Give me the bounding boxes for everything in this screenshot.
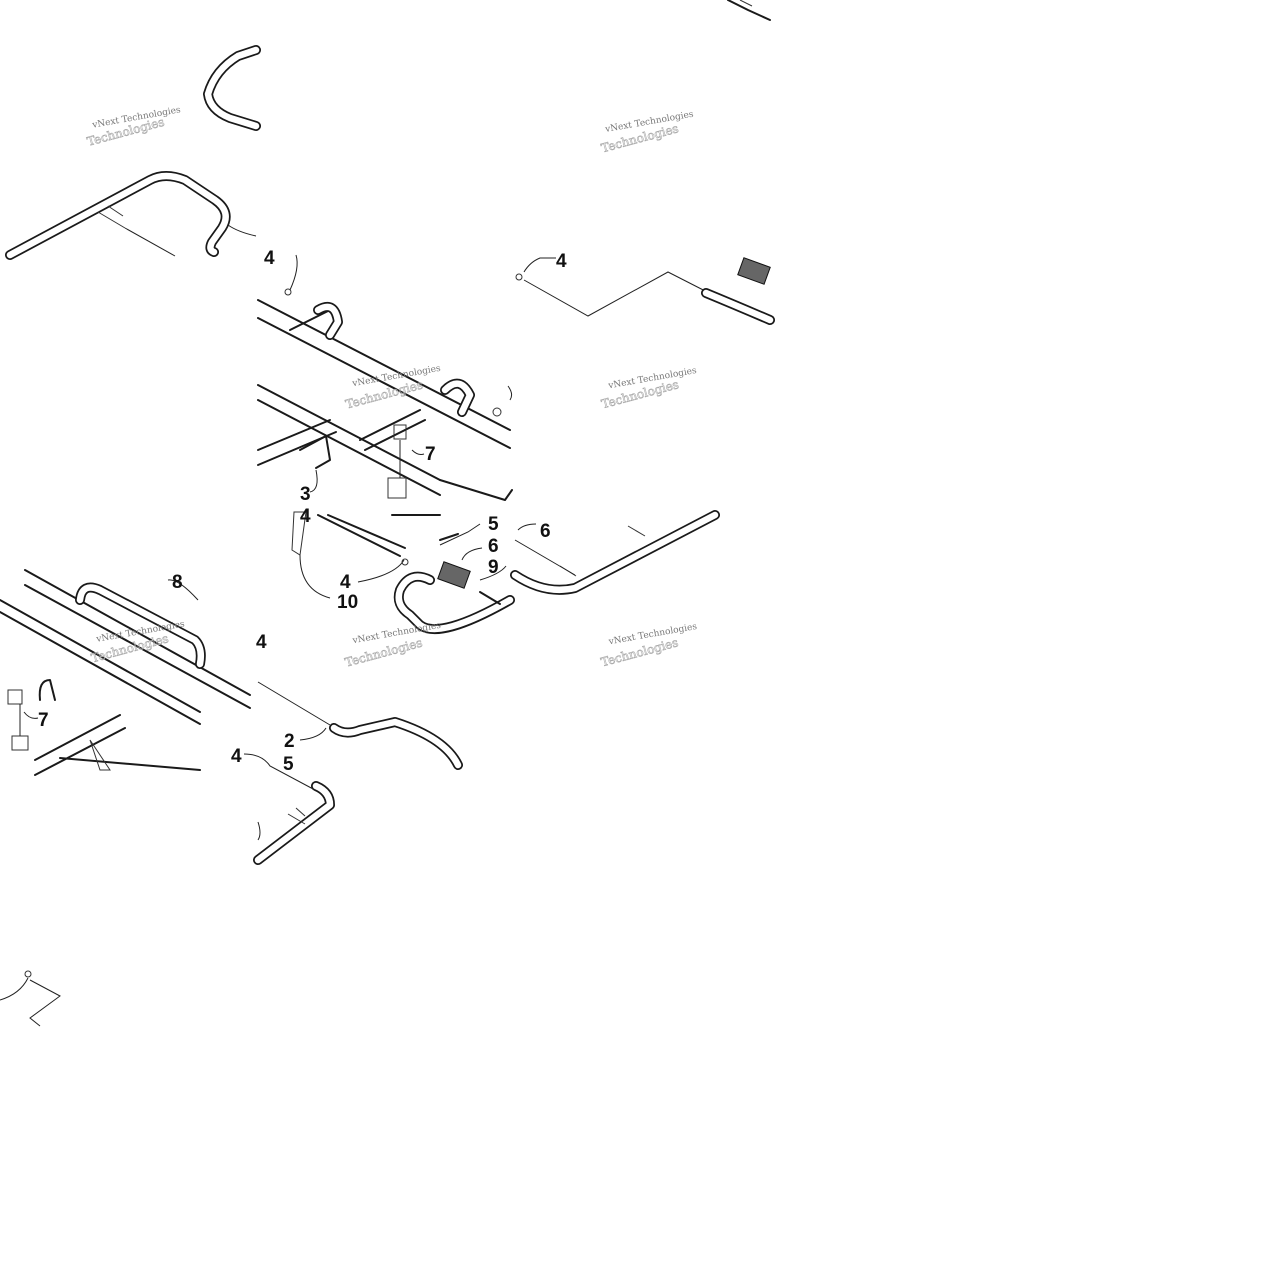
callout-4-mid: 4: [300, 506, 311, 527]
watermark-7: Technologies vNext Technologies: [599, 622, 698, 670]
callout-2: 2: [284, 731, 295, 752]
rack-frame-left: [0, 569, 251, 776]
callout-8: 8: [172, 572, 183, 593]
front-bumper-tube: [510, 510, 720, 595]
callout-6-mid: 6: [488, 536, 499, 557]
callout-6-right: 6: [540, 521, 551, 542]
callout-4-bottom: 4: [231, 746, 242, 767]
tile-top-left: [5, 45, 261, 260]
callout-5-bottom: 5: [283, 754, 294, 775]
footrest-assembly-right: [515, 257, 775, 325]
callout-3: 3: [300, 484, 311, 505]
rear-bumper-tube: [5, 171, 257, 260]
callout-4-lower: 4: [340, 572, 351, 593]
watermark-1: Technologies vNext Technologies: [85, 105, 182, 149]
callout-7-low: 7: [38, 710, 49, 731]
callout-5-mid: 5: [488, 514, 499, 535]
watermark-2: Technologies vNext Technologies: [599, 110, 694, 156]
tile-center: [257, 254, 515, 635]
bolt-fragment: [727, 0, 771, 21]
tile-top-right: [515, 0, 775, 325]
rack-frame-lower: [291, 511, 515, 635]
tile-right-middle: [510, 510, 720, 595]
footrest-left: [393, 547, 515, 635]
watermark-5: Technologies vNext Technologies: [89, 619, 185, 665]
rack-frame-upper: [257, 254, 513, 501]
watermark-6: Technologies vNext Technologies: [343, 621, 442, 670]
rear-bumper-lower: [243, 681, 463, 865]
callout-4-top: 4: [264, 248, 275, 269]
callout-labels: 4 4 7 3 4 5 6 9 6 4 10 8 7 4 2 4 5: [38, 248, 567, 775]
callout-9: 9: [488, 557, 499, 578]
tile-bottom-left: [0, 970, 61, 1027]
callout-7-mid: 7: [425, 444, 436, 465]
callout-10: 10: [337, 592, 358, 613]
tile-lower-left: [0, 569, 251, 776]
callout-4-right: 4: [556, 251, 567, 272]
tile-center-bottom: [243, 681, 463, 865]
watermark-4: Technologies vNext Technologies: [600, 366, 698, 412]
callout-4-left: 4: [256, 632, 267, 653]
bumper-corner-piece: [203, 45, 261, 131]
